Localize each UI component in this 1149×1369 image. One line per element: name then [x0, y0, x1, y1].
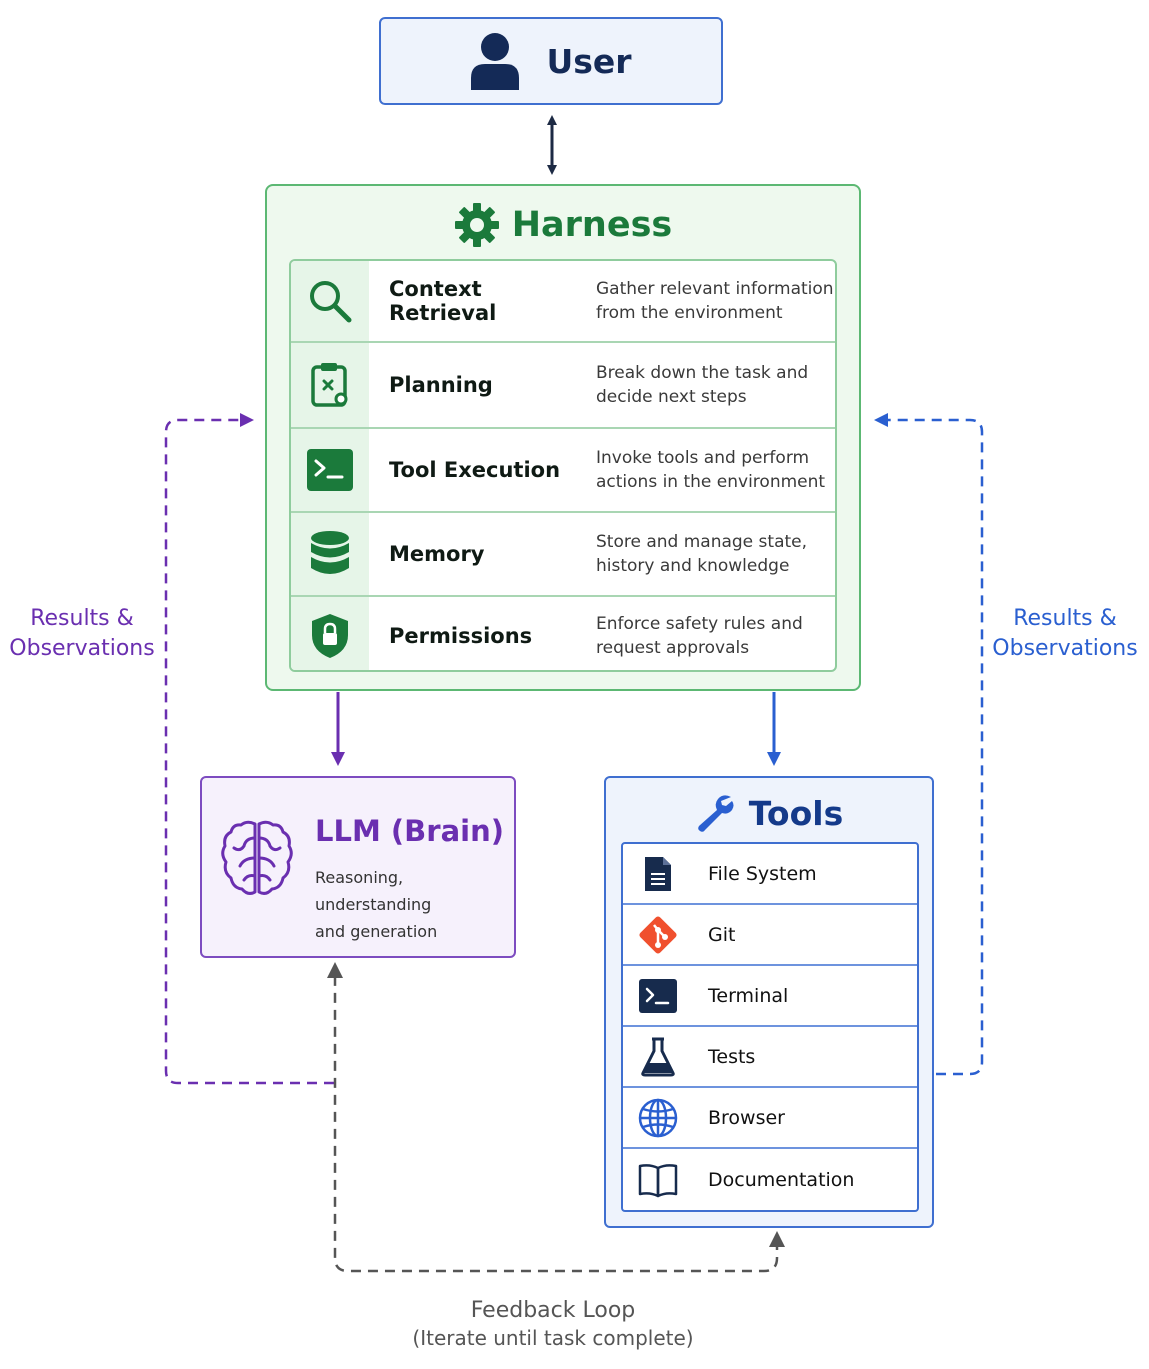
harness-row-name: Context Retrieval: [389, 277, 497, 325]
desc-line: from the environment: [596, 303, 783, 323]
tools-list: File System Git: [621, 842, 919, 1212]
tools-header: Tools: [606, 790, 932, 836]
tool-item-git[interactable]: Git: [623, 905, 917, 966]
tool-label: Documentation: [708, 1168, 855, 1191]
harness-row-memory[interactable]: Memory Store and manage state, history a…: [291, 513, 835, 597]
tool-label: Tests: [708, 1045, 756, 1068]
harness-row-name: Permissions: [389, 623, 533, 648]
label-line: Observations: [9, 636, 155, 661]
harness-row-context-retrieval[interactable]: Context Retrieval Gather relevant inform…: [291, 261, 835, 343]
left-results-loop: [164, 413, 334, 1085]
shield-lock-icon: [312, 613, 348, 658]
tool-item-browser[interactable]: Browser: [623, 1088, 917, 1149]
harness-title: Harness: [511, 205, 673, 245]
harness-row-desc: Enforce safety rules and request approva…: [576, 612, 835, 660]
harness-row-name: Memory: [389, 542, 485, 566]
desc-line: history and knowledge: [596, 556, 790, 576]
user-icon: [471, 33, 520, 90]
llm-subtitle-line: Reasoning, understanding: [315, 868, 432, 914]
harness-row-desc: Store and manage state, history and know…: [576, 530, 835, 578]
git-icon: [639, 915, 677, 954]
clipboard-icon: [311, 363, 348, 407]
desc-line: Break down the task and: [596, 363, 809, 383]
label-line: Results &: [30, 606, 134, 631]
tool-label: Terminal: [708, 984, 789, 1007]
left-results-label: Results & Observations: [8, 604, 156, 664]
llm-subtitle: Reasoning, understanding and generation: [315, 864, 510, 945]
terminal-icon: [307, 449, 353, 491]
desc-line: Enforce safety rules and: [596, 613, 803, 634]
feedback-loop: [333, 972, 779, 1273]
feedback-arrowhead-llm: [327, 962, 343, 978]
feedback-arrowhead-tools: [769, 1231, 785, 1247]
magnifier-icon: [310, 281, 352, 323]
desc-line: Invoke tools and perform: [596, 448, 810, 468]
right-results-loop: [874, 413, 984, 1076]
tools-title: Tools: [748, 793, 844, 833]
user-box[interactable]: User: [379, 17, 723, 105]
flask-icon: [641, 1037, 675, 1076]
file-icon: [645, 856, 671, 891]
llm-box[interactable]: LLM (Brain) Reasoning, understanding and…: [200, 776, 516, 958]
feedback-loop-label: Feedback Loop (Iterate until task comple…: [380, 1296, 726, 1352]
brain-icon: [221, 820, 293, 895]
label-line: Observations: [992, 636, 1138, 661]
tool-item-file-system[interactable]: File System: [623, 844, 917, 905]
feedback-subtitle: (Iterate until task complete): [412, 1326, 694, 1350]
desc-line: request approvals: [596, 637, 750, 658]
tool-item-documentation[interactable]: Documentation: [623, 1149, 917, 1210]
llm-subtitle-line: and generation: [315, 922, 438, 941]
harness-row-planning[interactable]: Planning Break down the task and decide …: [291, 343, 835, 429]
label-line: Results &: [1013, 606, 1117, 631]
wrench-icon: [697, 795, 734, 832]
globe-icon: [638, 1098, 678, 1137]
tools-box: Tools File System: [604, 776, 934, 1228]
harness-row-desc: Invoke tools and perform actions in the …: [576, 446, 835, 494]
right-results-label: Results & Observations: [990, 604, 1140, 664]
desc-line: decide next steps: [596, 387, 747, 407]
harness-row-name: Tool Execution: [389, 458, 561, 482]
desc-line: actions in the environment: [596, 472, 826, 492]
tool-label: File System: [708, 862, 817, 885]
harness-row-name: Planning: [389, 373, 493, 397]
harness-row-tool-execution[interactable]: Tool Execution Invoke tools and perform …: [291, 429, 835, 513]
user-title: User: [546, 41, 632, 81]
tool-item-tests[interactable]: Tests: [623, 1027, 917, 1088]
gear-icon: [454, 203, 499, 247]
desc-line: Gather relevant information: [596, 279, 834, 299]
book-icon: [638, 1163, 678, 1197]
harness-row-permissions[interactable]: Permissions Enforce safety rules and req…: [291, 597, 835, 670]
tool-label: Browser: [708, 1106, 785, 1129]
tool-label: Git: [708, 923, 736, 946]
harness-header: Harness: [267, 200, 859, 250]
database-icon: [311, 531, 349, 574]
harness-row-desc: Gather relevant information from the env…: [576, 277, 835, 325]
harness-row-desc: Break down the task and decide next step…: [576, 361, 835, 409]
tool-item-terminal[interactable]: Terminal: [623, 966, 917, 1027]
desc-line: Store and manage state,: [596, 532, 808, 552]
feedback-title: Feedback Loop: [470, 1298, 636, 1323]
llm-title: LLM (Brain): [315, 814, 504, 848]
harness-box: Harness Context Retrieval Gather relevan…: [265, 184, 861, 691]
terminal-icon: [639, 978, 677, 1013]
harness-component-table: Context Retrieval Gather relevant inform…: [289, 259, 837, 672]
